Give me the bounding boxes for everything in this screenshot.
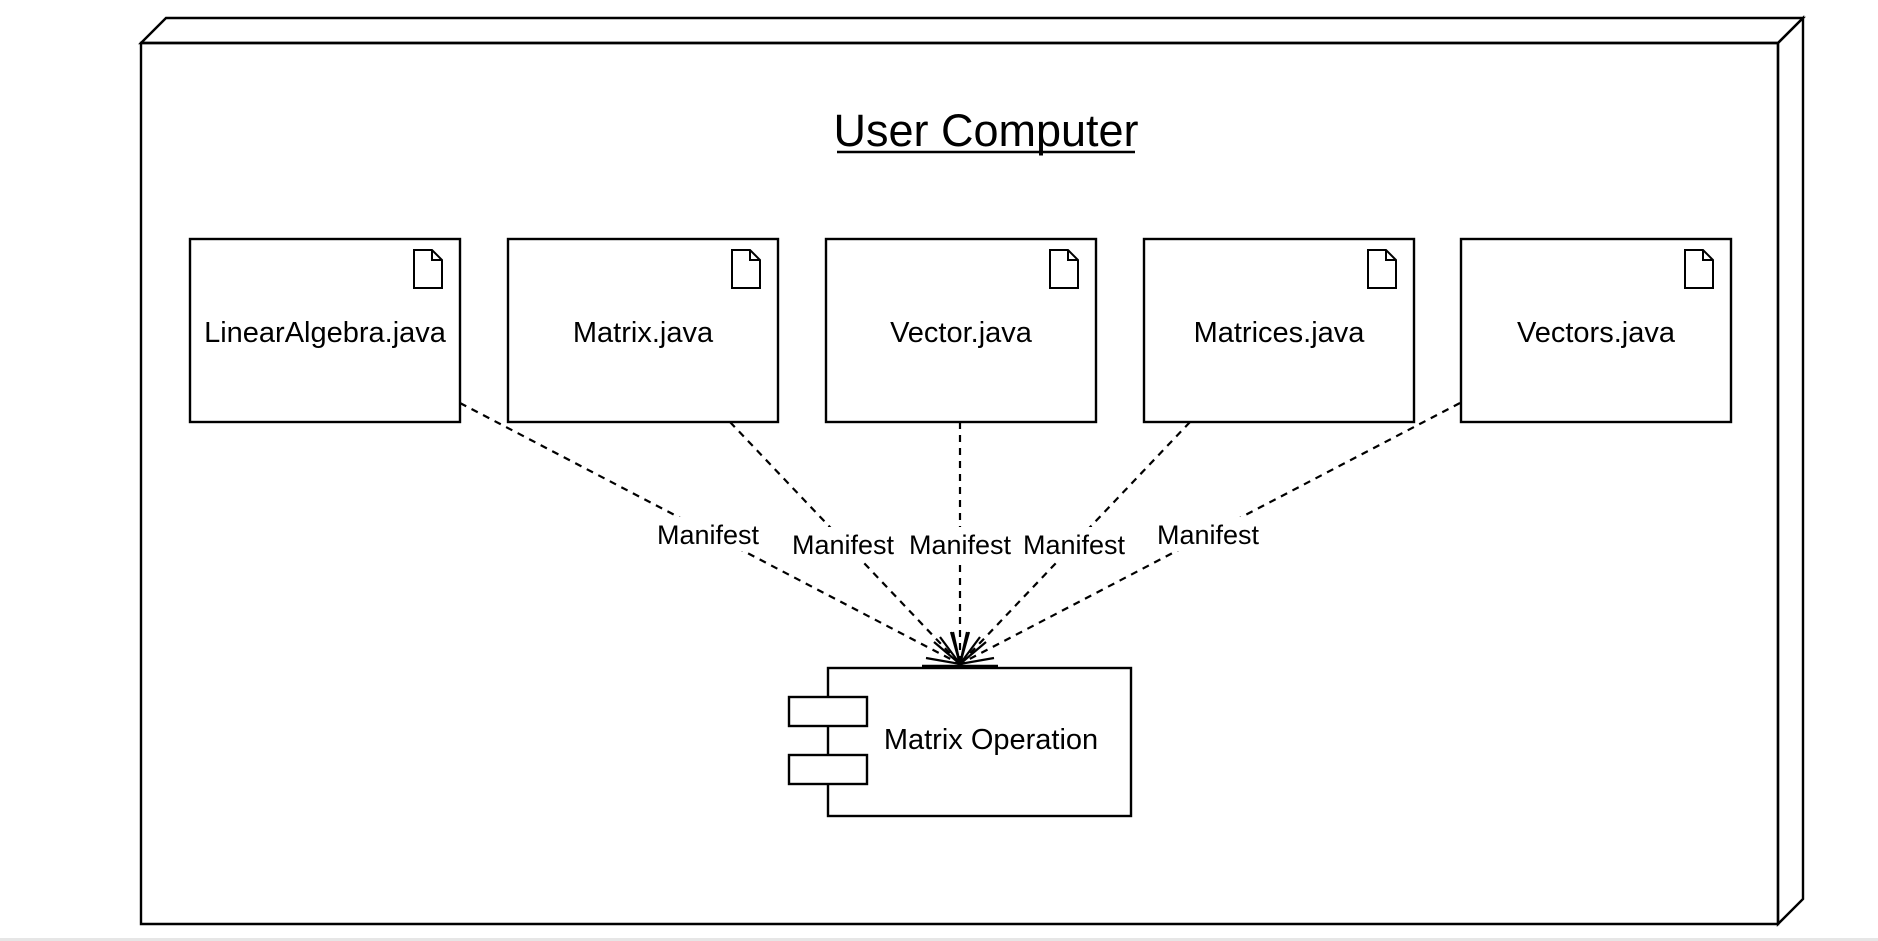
dependency-line-vectors — [959, 402, 1461, 665]
dependency-line-linearalgebra — [459, 402, 961, 665]
artifact-vector[interactable]: Vector.java — [824, 237, 1098, 424]
window-bottom-edge — [0, 938, 1878, 941]
dependency-label-vector: Manifest — [909, 530, 1012, 560]
artifact-matrix[interactable]: Matrix.java — [506, 237, 780, 424]
dependency-line-matrix — [729, 421, 961, 665]
arrowhead-vectors — [956, 641, 995, 666]
dependency-edges — [459, 402, 1461, 665]
artifact-linearalgebra[interactable]: LinearAlgebra.java — [188, 237, 462, 424]
document-icon — [413, 249, 443, 289]
dependency-label-matrices: Manifest — [1023, 530, 1126, 560]
document-icon — [731, 249, 761, 289]
dependency-labels: Manifest Manifest Manifest Manifest Mani… — [655, 517, 1261, 561]
artifact-label: Matrix.java — [573, 317, 714, 349]
artifact-label: Matrices.java — [1194, 317, 1366, 349]
artifact-label: LinearAlgebra.java — [204, 317, 447, 349]
artifact-matrices[interactable]: Matrices.java — [1142, 237, 1416, 424]
artifact-vectors[interactable]: Vectors.java — [1459, 237, 1733, 424]
document-icon — [1049, 249, 1079, 289]
dependency-label-linearalgebra: Manifest — [657, 520, 760, 550]
document-icon — [1684, 249, 1714, 289]
dependency-label-vectors: Manifest — [1157, 520, 1260, 550]
document-icon — [1367, 249, 1397, 289]
node-title: User Computer — [833, 105, 1138, 156]
component-icon — [787, 695, 869, 786]
component-matrix-operation[interactable]: Matrix Operation — [787, 666, 1133, 818]
dependency-line-matrices — [959, 421, 1191, 665]
dependency-arrowheads — [922, 631, 998, 668]
component-label: Matrix Operation — [884, 724, 1098, 756]
artifact-label: Vectors.java — [1517, 317, 1676, 349]
dependency-label-matrix: Manifest — [792, 530, 895, 560]
artifact-label: Vector.java — [890, 317, 1033, 349]
